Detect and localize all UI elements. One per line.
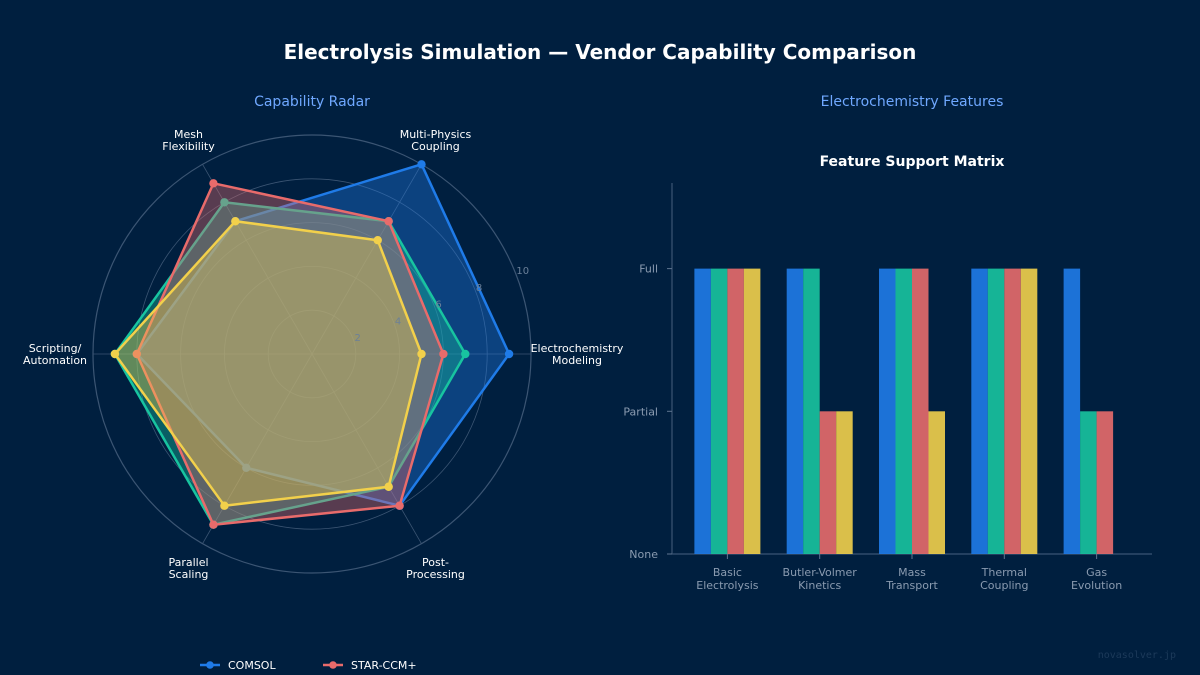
legend-label: STAR-CCM+ [351, 659, 417, 672]
bar-y-tick-label: Partial [623, 405, 658, 418]
bar-y-tick-label: None [629, 548, 658, 561]
chart-title: Electrolysis Simulation — Vendor Capabil… [283, 40, 917, 64]
radar-point [231, 217, 240, 226]
radar-series-area [113, 219, 423, 507]
feature-bar [1096, 411, 1114, 554]
legend-swatch-marker [206, 661, 214, 669]
radar-axis-label: Post-Processing [406, 556, 465, 581]
radar-point [504, 349, 514, 359]
feature-bar [912, 268, 929, 554]
radar-point [132, 349, 141, 359]
legend-label: COMSOL [228, 659, 276, 672]
feature-bar [879, 268, 896, 554]
feature-bar [727, 268, 744, 554]
radar-spoke [202, 353, 313, 544]
radar-point [439, 349, 448, 359]
radar-point [384, 217, 393, 226]
feature-bar [786, 268, 804, 554]
feature-bar [710, 268, 728, 554]
radar-tick-label: 6 [435, 300, 441, 311]
feature-bar [1020, 268, 1038, 554]
radar-spoke [311, 164, 422, 355]
feature-bar [1063, 268, 1081, 554]
feature-bar [743, 268, 761, 554]
watermark: novasolver.jp [1097, 650, 1176, 661]
radar-axis-label: Scripting/Automation [23, 342, 87, 367]
radar-point [209, 520, 218, 529]
legend: COMSOL STAR-CCM+ [200, 659, 417, 672]
radar-tick-label: 2 [354, 333, 360, 344]
feature-bar [1080, 411, 1097, 554]
feature-bar [895, 268, 912, 554]
radar-point [417, 160, 426, 169]
radar-point [461, 349, 470, 359]
radar-point [242, 463, 251, 472]
feature-bar [836, 411, 853, 554]
radar-point [395, 501, 404, 510]
radar-spoke [311, 353, 422, 544]
radar-point [220, 501, 229, 510]
legend-swatch-marker [329, 661, 337, 669]
feature-bar [694, 268, 711, 554]
radar-point [220, 198, 229, 207]
radar-tick-label: 8 [476, 283, 482, 294]
radar-point [209, 179, 218, 188]
feature-bar [803, 268, 820, 554]
radar-tick-label: 10 [516, 266, 529, 277]
feature-bar [987, 268, 1005, 554]
bar-subtitle: Electrochemistry Features [821, 94, 1004, 110]
feature-bar [971, 268, 988, 554]
radar-point [110, 349, 120, 359]
bar-y-tick-label: Full [639, 263, 658, 276]
radar-subtitle: Capability Radar [254, 94, 370, 110]
radar-point [373, 236, 382, 245]
feature-bar [819, 411, 837, 554]
radar-point [417, 349, 426, 359]
feature-bar [928, 411, 945, 554]
feature-bar [1004, 268, 1021, 554]
radar-point [384, 482, 393, 491]
radar-spoke [202, 164, 313, 355]
radar-tick-label: 4 [395, 316, 401, 327]
bar-title: Feature Support Matrix [820, 154, 1005, 170]
